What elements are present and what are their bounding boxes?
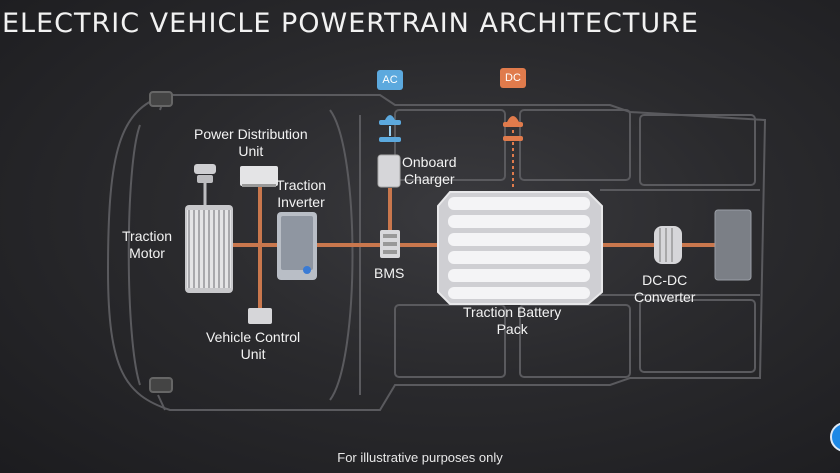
label-vehicle-control-unit: Vehicle Control Unit bbox=[206, 329, 301, 362]
dc-connector-icon bbox=[503, 116, 523, 141]
aux-battery-icon bbox=[714, 209, 752, 281]
ac-tag: AC bbox=[377, 70, 403, 90]
label-traction-inverter: Traction Inverter bbox=[276, 177, 327, 210]
ac-connector-icon bbox=[379, 115, 401, 142]
dc-dc-converter-icon bbox=[654, 226, 682, 264]
vcu-icon bbox=[248, 308, 272, 324]
label-traction-motor: Traction Motor bbox=[122, 228, 173, 261]
traction-motor-icon bbox=[185, 205, 233, 293]
label-bms: BMS bbox=[374, 265, 405, 281]
pdu-icon bbox=[240, 166, 278, 187]
dc-tag: DC bbox=[500, 68, 526, 88]
traction-inverter-icon bbox=[277, 212, 317, 280]
label-onboard-charger: Onboard Charger bbox=[402, 154, 457, 187]
label-dc-dc-converter: DC-DC Converter bbox=[634, 272, 696, 305]
vehicle-outline bbox=[106, 91, 767, 411]
footnote: For illustrative purposes only bbox=[337, 450, 503, 465]
label-traction-battery-pack: Traction Battery Pack bbox=[463, 304, 562, 337]
label-power-distribution-unit: Power Distribution Unit bbox=[194, 126, 308, 159]
onboard-charger-icon bbox=[377, 154, 401, 188]
bms-icon bbox=[380, 230, 400, 258]
diagram-title: ELECTRIC VEHICLE POWERTRAIN ARCHITECTURE bbox=[2, 8, 699, 39]
battery-pack-icon bbox=[437, 191, 603, 305]
pump-icon bbox=[194, 164, 216, 205]
